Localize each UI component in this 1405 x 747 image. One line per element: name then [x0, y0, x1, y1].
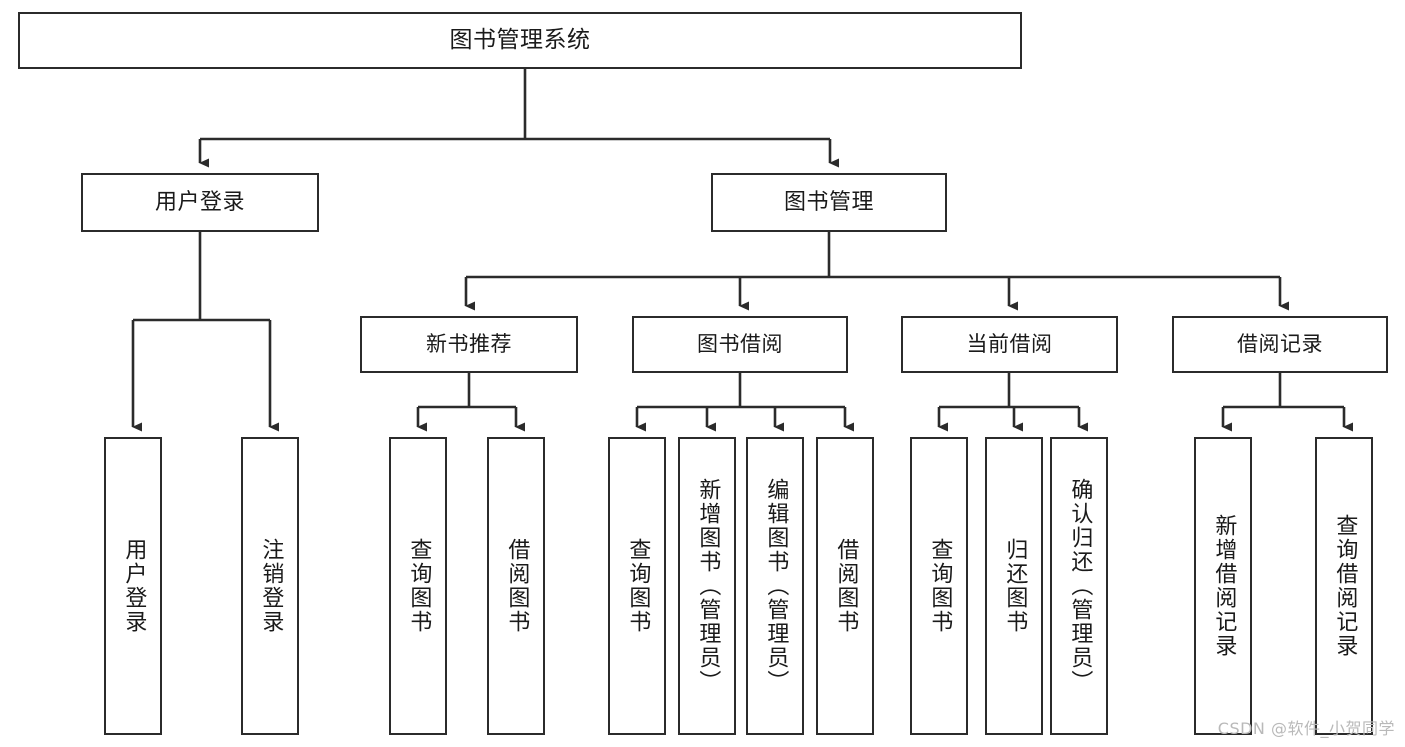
node-book-management-label: 图书管理 — [783, 189, 874, 215]
leaf-add-book[interactable]: 新增图书（管理员） — [678, 437, 736, 735]
leaf-add-book-label: 新增图书（管理员） — [695, 478, 721, 694]
leaf-query-record-label: 查询借阅记录 — [1332, 514, 1358, 658]
leaf-add-record-label: 新增借阅记录 — [1211, 514, 1237, 658]
leaf-borrow-book-label: 借阅图书 — [833, 538, 859, 634]
node-current-borrow[interactable]: 当前借阅 — [901, 316, 1118, 373]
leaf-query-book-current[interactable]: 查询图书 — [910, 437, 968, 735]
leaf-query-book-new-label: 查询图书 — [406, 538, 432, 634]
leaf-logout-label: 注销登录 — [258, 538, 284, 634]
leaf-edit-book-label: 编辑图书（管理员） — [763, 478, 789, 694]
node-new-book-recommend-label: 新书推荐 — [426, 332, 512, 357]
node-book-management[interactable]: 图书管理 — [711, 173, 947, 232]
leaf-query-record[interactable]: 查询借阅记录 — [1315, 437, 1373, 735]
leaf-confirm-return-label: 确认归还（管理员） — [1067, 478, 1093, 694]
node-user-login[interactable]: 用户登录 — [81, 173, 319, 232]
leaf-borrow-book-new[interactable]: 借阅图书 — [487, 437, 545, 735]
node-root-label: 图书管理系统 — [449, 26, 591, 53]
leaf-edit-book[interactable]: 编辑图书（管理员） — [746, 437, 804, 735]
leaf-confirm-return[interactable]: 确认归还（管理员） — [1050, 437, 1108, 735]
leaf-query-book-new[interactable]: 查询图书 — [389, 437, 447, 735]
node-current-borrow-label: 当前借阅 — [966, 332, 1053, 357]
leaf-borrow-book-new-label: 借阅图书 — [504, 538, 530, 634]
leaf-logout[interactable]: 注销登录 — [241, 437, 299, 735]
leaf-return-book[interactable]: 归还图书 — [985, 437, 1043, 735]
leaf-user-login-label: 用户登录 — [121, 538, 147, 634]
leaf-add-record[interactable]: 新增借阅记录 — [1194, 437, 1252, 735]
leaf-return-book-label: 归还图书 — [1002, 538, 1028, 634]
node-new-book-recommend[interactable]: 新书推荐 — [360, 316, 578, 373]
node-borrow-record-label: 借阅记录 — [1237, 332, 1323, 357]
node-book-borrow[interactable]: 图书借阅 — [632, 316, 848, 373]
leaf-user-login[interactable]: 用户登录 — [104, 437, 162, 735]
node-user-login-label: 用户登录 — [154, 189, 245, 215]
node-borrow-record[interactable]: 借阅记录 — [1172, 316, 1388, 373]
watermark: CSDN @软件_小贺同学 — [1217, 719, 1395, 738]
leaf-borrow-book[interactable]: 借阅图书 — [816, 437, 874, 735]
node-root[interactable]: 图书管理系统 — [18, 12, 1022, 69]
leaf-query-book-borrow[interactable]: 查询图书 — [608, 437, 666, 735]
leaf-query-book-current-label: 查询图书 — [927, 538, 953, 634]
leaf-query-book-borrow-label: 查询图书 — [625, 538, 651, 634]
node-book-borrow-label: 图书借阅 — [697, 332, 783, 357]
